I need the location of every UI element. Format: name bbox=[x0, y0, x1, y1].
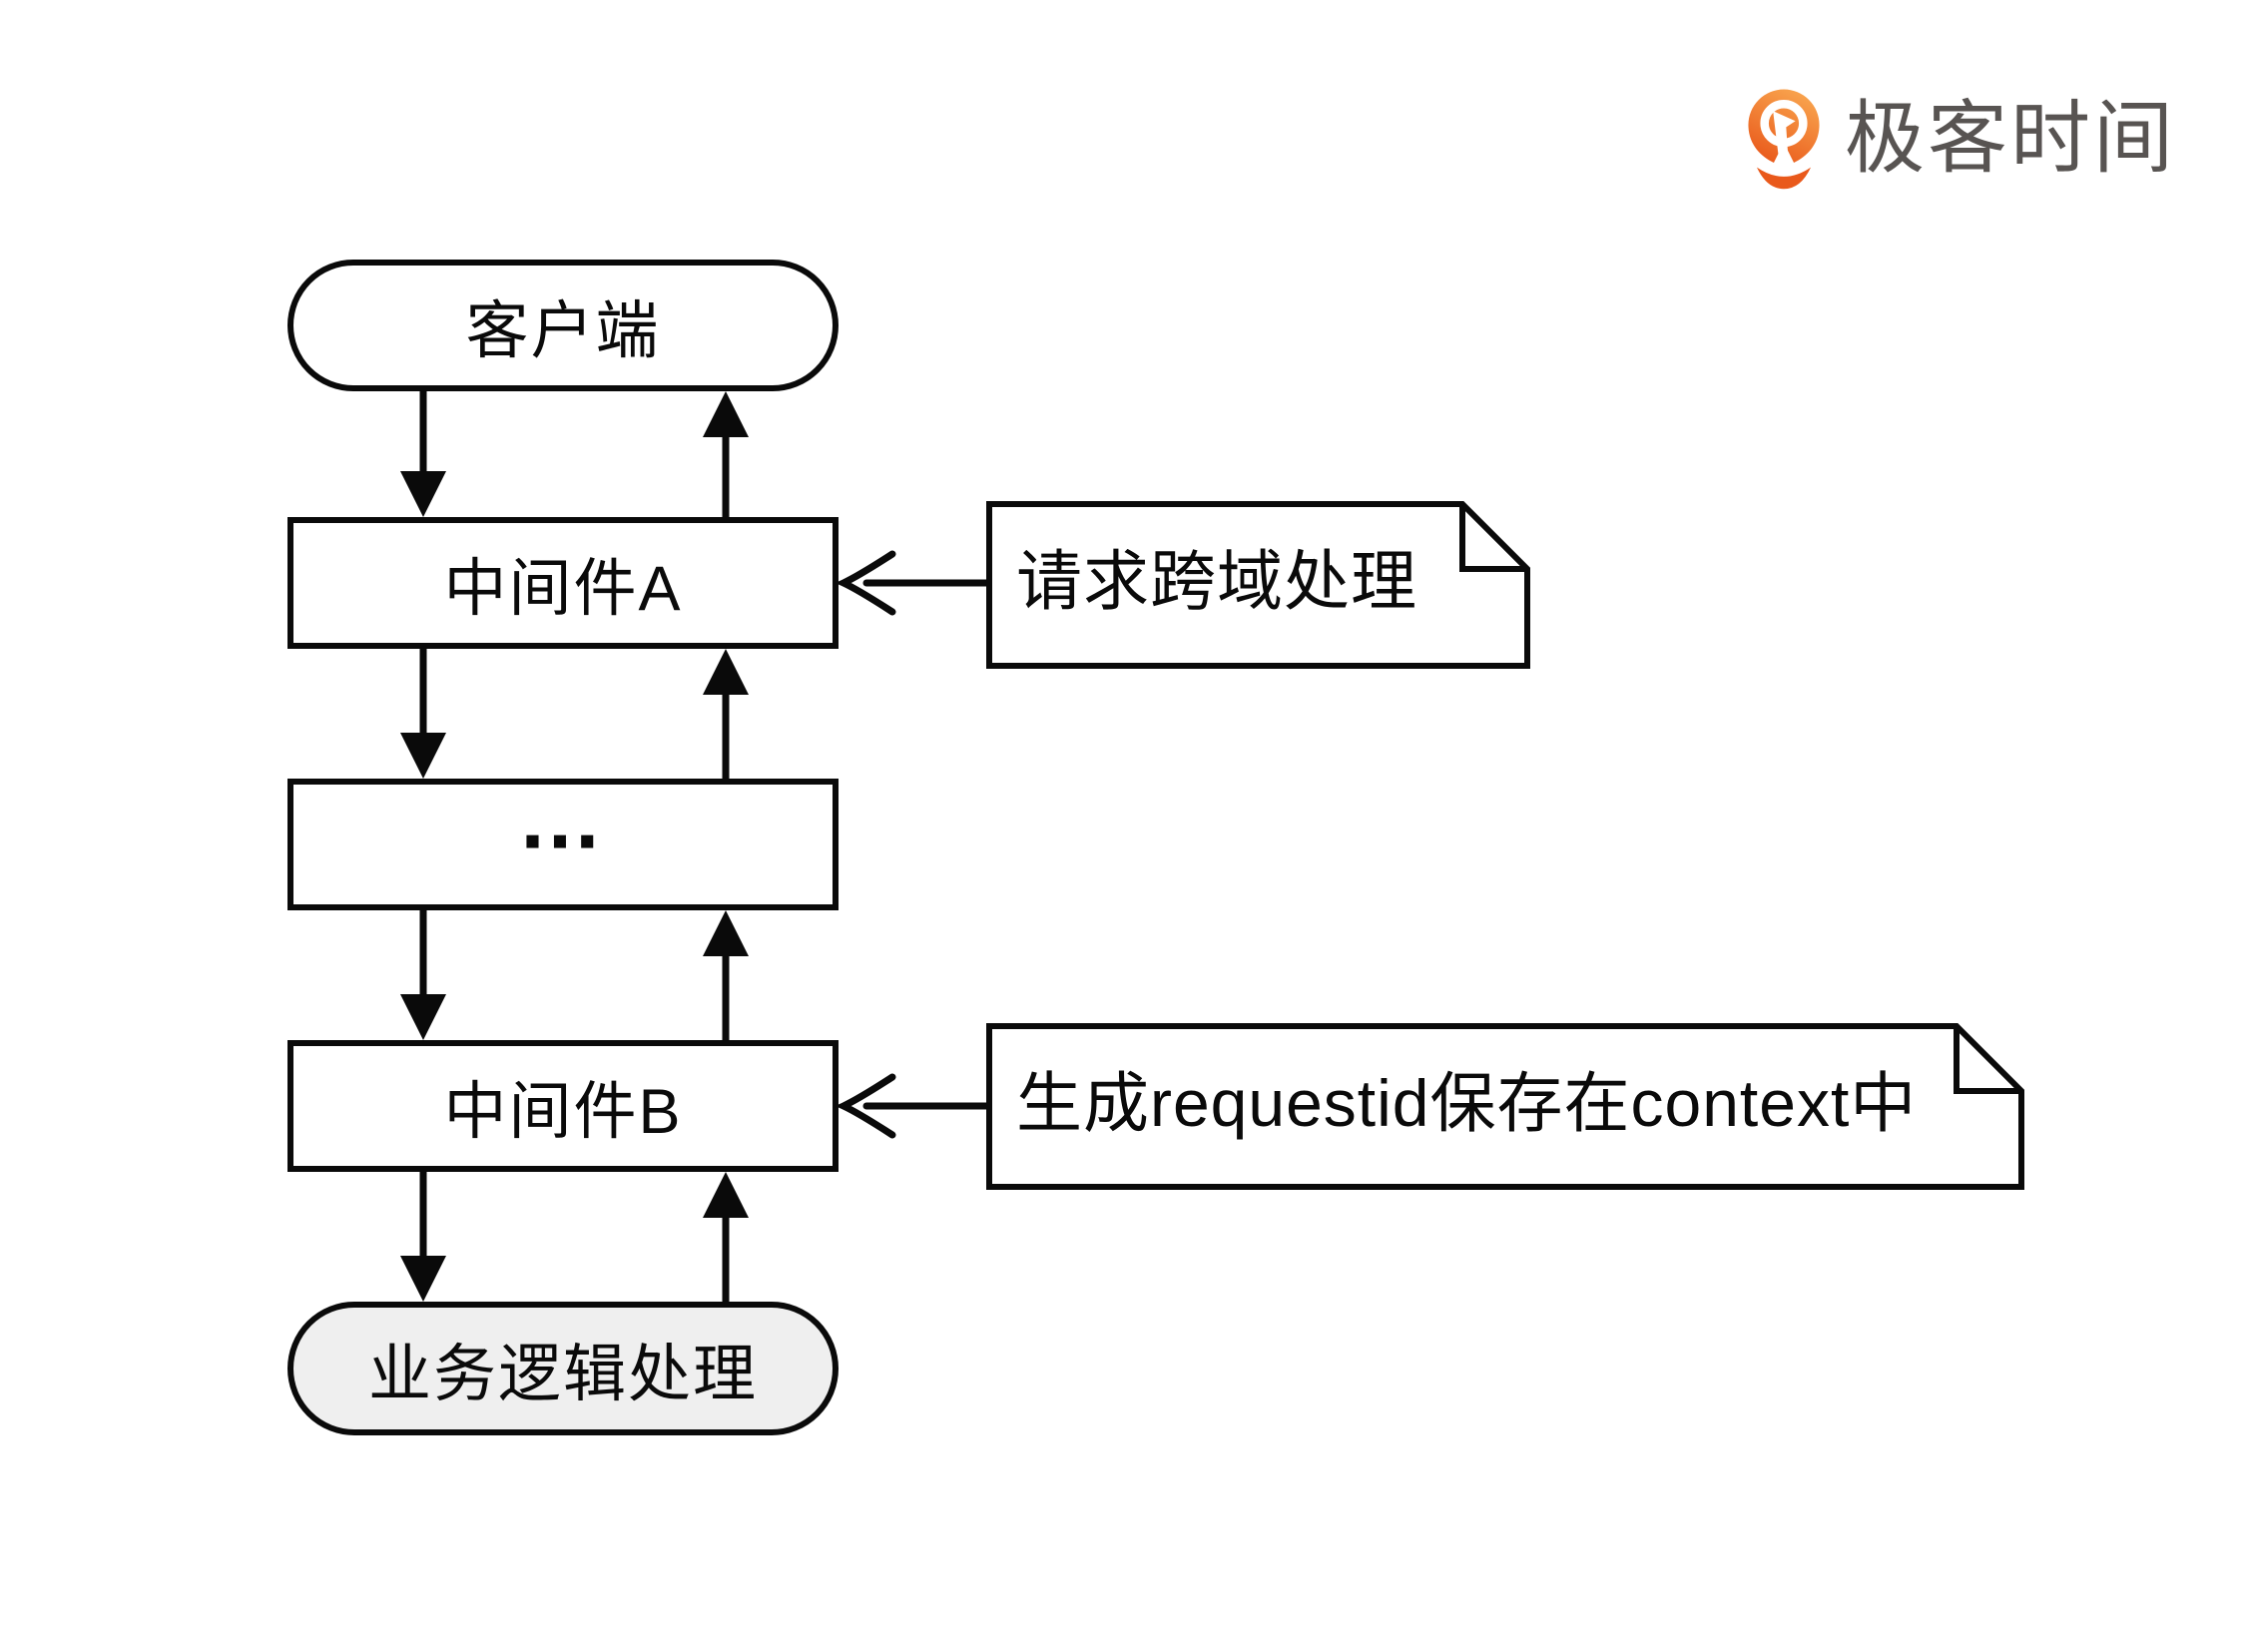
arrow-middleware-b-to-dots-up bbox=[703, 910, 749, 1040]
arrow-middleware-a-to-client-up bbox=[703, 391, 749, 517]
arrow-middleware-a-to-dots-down bbox=[400, 649, 446, 779]
node-ellipsis: … bbox=[287, 771, 839, 910]
note-requestid-label: 生成requestid保存在context中 bbox=[1016, 1065, 1918, 1140]
node-ellipsis-label: … bbox=[517, 770, 609, 866]
node-business-logic: 业务逻辑处理 bbox=[287, 1302, 839, 1435]
connector-note-requestid-to-middleware-b bbox=[835, 1073, 990, 1139]
geektime-pin-icon bbox=[1748, 89, 1820, 190]
note-shape bbox=[986, 501, 1530, 669]
arrow-middleware-b-to-business-down bbox=[400, 1172, 446, 1302]
geektime-logo: 极客时间 bbox=[1745, 88, 2176, 190]
node-client: 客户端 bbox=[287, 260, 839, 391]
node-middleware-a-label: 中间件A bbox=[443, 553, 683, 624]
arrow-dots-to-middleware-b-down bbox=[400, 910, 446, 1040]
note-cors-label: 请求跨域处理 bbox=[1016, 544, 1417, 618]
connector-note-cors-to-middleware-a bbox=[835, 550, 990, 616]
note-cors: 请求跨域处理 bbox=[986, 501, 1530, 669]
arrow-client-to-middleware-a-down bbox=[400, 391, 446, 517]
node-client-label: 客户端 bbox=[465, 295, 661, 366]
node-middleware-a: 中间件A bbox=[287, 517, 839, 649]
node-middleware-b: 中间件B bbox=[287, 1040, 839, 1172]
arrow-business-to-middleware-b-up bbox=[703, 1172, 749, 1302]
note-shape bbox=[986, 1023, 2024, 1190]
geektime-logo-text: 极客时间 bbox=[1845, 94, 2176, 183]
node-business-logic-label: 业务逻辑处理 bbox=[368, 1339, 758, 1409]
arrow-dots-to-middleware-a-up bbox=[703, 649, 749, 779]
node-middleware-b-label: 中间件B bbox=[443, 1076, 683, 1147]
note-requestid: 生成requestid保存在context中 bbox=[986, 1023, 2024, 1190]
